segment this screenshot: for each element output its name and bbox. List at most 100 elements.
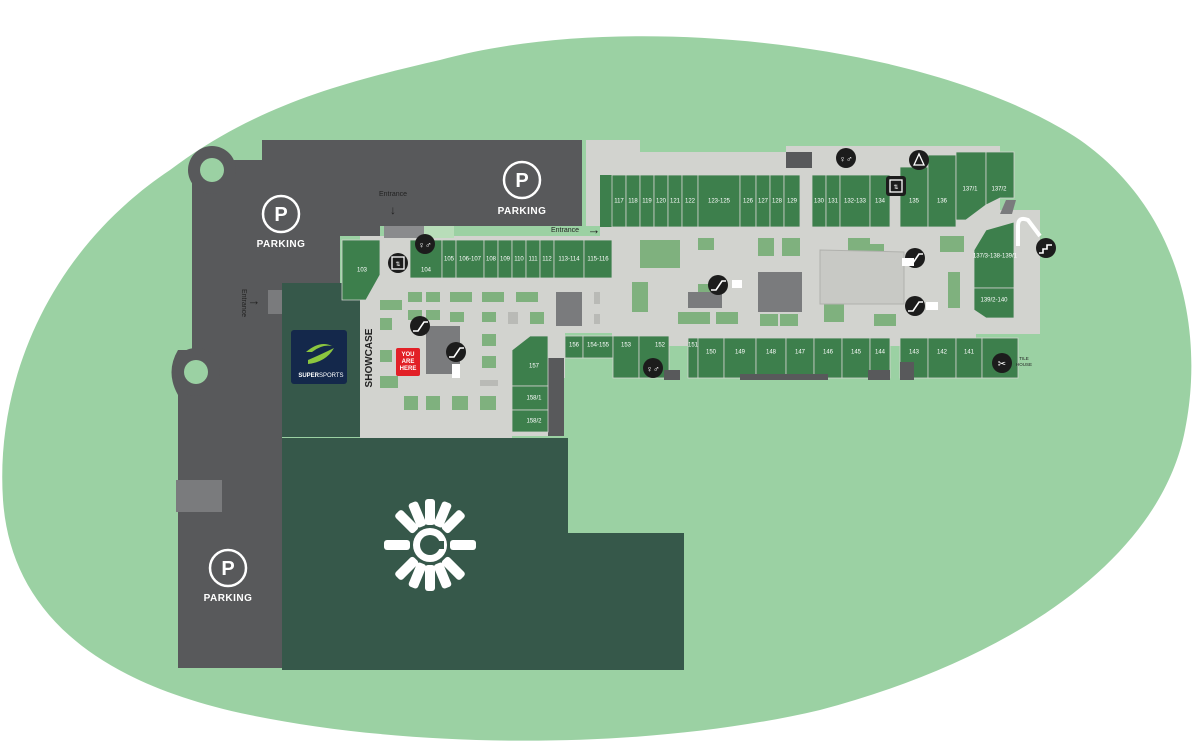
stairs-icon[interactable] [1036,238,1056,258]
svg-text:⇅: ⇅ [395,262,400,268]
svg-text:154-155: 154-155 [587,343,610,349]
svg-text:156: 156 [569,343,580,349]
arrow-down-icon: ↓ [390,203,396,217]
svg-text:145: 145 [851,350,862,356]
store-153[interactable] [612,335,640,379]
svg-text:P: P [274,204,287,226]
svg-text:104: 104 [421,268,432,274]
svg-text:144: 144 [875,350,886,356]
svg-text:121: 121 [670,199,681,205]
svg-text:134: 134 [875,199,886,205]
restroom-icon[interactable]: ♀♂ [415,234,435,254]
parking-sign-top-left: P PARKING [257,194,305,250]
store-134[interactable] [869,174,891,228]
store-142[interactable] [927,337,957,379]
parking-sign-top-center: P PARKING [498,160,546,217]
svg-text:150: 150 [706,350,717,356]
svg-text:132-133: 132-133 [844,199,867,205]
elevator-icon[interactable]: ⇅ [886,176,906,196]
svg-text:131: 131 [828,199,839,205]
tile-house-label-line2: HOUSE [1016,362,1032,367]
svg-text:111: 111 [528,257,538,263]
store-149[interactable] [723,337,757,379]
svg-text:147: 147 [795,350,806,356]
ramp-arrow-icon [1016,216,1042,246]
svg-text:103: 103 [357,268,368,274]
central-sunburst-logo-icon [384,499,476,591]
svg-text:158/1: 158/1 [526,396,542,402]
svg-text:♀♂: ♀♂ [418,240,432,250]
svg-text:P: P [221,558,234,580]
svg-text:137/1: 137/1 [962,187,978,193]
store-150[interactable] [697,337,725,379]
svg-text:YOU: YOU [401,352,414,358]
svg-text:113-114: 113-114 [558,257,580,263]
svg-text:146: 146 [823,350,834,356]
svg-text:127: 127 [758,199,769,205]
store-135[interactable] [899,166,929,228]
svg-text:108: 108 [486,257,497,263]
svg-text:158/2: 158/2 [526,419,542,425]
escalator-icon[interactable] [708,275,728,295]
central-corridor-kiosks [632,238,896,326]
arrow-right-icon: → [248,293,261,308]
restroom-icon[interactable]: ♀♂ [836,148,856,168]
entrance-center[interactable]: Entrance → [551,222,601,237]
supersports-logo: SUPER SPORTS [291,330,347,384]
restaurant-icon[interactable]: ✂ [992,353,1012,373]
store-157[interactable] [511,335,549,387]
store-103[interactable] [341,239,381,301]
store-148[interactable] [755,337,787,379]
store-123-125[interactable] [697,174,741,228]
entrance-top[interactable]: Entrance ↓ [379,191,407,217]
svg-text:112: 112 [542,257,552,263]
svg-text:109: 109 [500,257,511,263]
escalator-icon[interactable] [410,316,430,336]
mid-row-stores [341,239,613,301]
entrance-left[interactable]: Entrance → [240,289,261,317]
svg-text:106-107: 106-107 [459,257,482,263]
store-146[interactable] [813,337,843,379]
store-129[interactable] [783,174,801,228]
svg-text:HERE: HERE [400,366,417,372]
store-113-114[interactable] [553,239,585,279]
tile-house-label-line1: TILE [1019,356,1029,361]
svg-text:♀♂: ♀♂ [839,154,853,164]
store-106-107[interactable] [455,239,485,279]
escalator-icon[interactable] [905,296,925,316]
svg-text:⇅: ⇅ [893,185,898,191]
elevator-icon[interactable]: ⇅ [388,253,408,273]
store-158-1[interactable] [511,385,549,411]
entrance-label: Entrance [240,289,247,317]
svg-text:149: 149 [735,350,746,356]
svg-text:128: 128 [772,199,783,205]
store-158-2[interactable] [511,409,549,433]
svg-text:♀♂: ♀♂ [646,364,660,374]
restroom-icon[interactable]: ♀♂ [643,358,663,378]
baby-changing-icon[interactable] [909,150,929,170]
supersports-brand-b: SPORTS [319,373,344,379]
store-137-1[interactable] [955,151,987,221]
showcase-kiosks [380,292,544,410]
svg-text:148: 148 [766,350,777,356]
svg-text:P: P [515,170,528,192]
svg-text:105: 105 [444,257,455,263]
svg-text:129: 129 [787,199,798,205]
store-145[interactable] [841,337,871,379]
store-115-116[interactable] [583,239,613,279]
store-136[interactable] [927,154,957,228]
entrance-label: Entrance [551,227,579,234]
anchor-store-central[interactable] [282,438,684,670]
store-139-2-140[interactable] [973,287,1015,319]
escalator-icon[interactable] [446,342,466,362]
right-side-stores [973,221,1015,319]
svg-text:151: 151 [688,343,699,349]
store-137-2[interactable] [985,151,1015,206]
top-row-stores: 117 118 119 120 121 122 123-125 126 127 … [600,151,1015,228]
svg-text:153: 153 [621,343,632,349]
svg-text:143: 143 [909,350,920,356]
bottom-row-stores [564,335,1019,379]
store-141[interactable] [955,337,983,379]
store-147[interactable] [785,337,815,379]
